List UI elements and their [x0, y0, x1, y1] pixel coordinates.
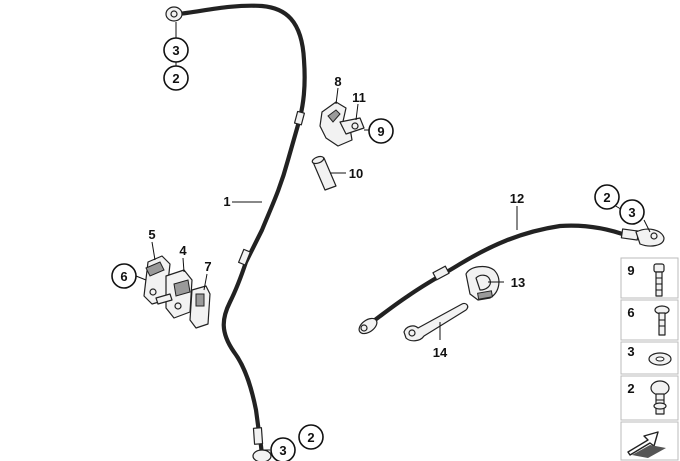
legend-item-6: 6: [627, 305, 670, 336]
callout-3-right: 3: [619, 199, 645, 225]
label-10: 10: [349, 166, 363, 181]
label-4: 4: [179, 243, 187, 258]
hose-sleeve-part: [311, 155, 337, 191]
label-8: 8: [334, 74, 341, 89]
callout-3-bottom: 3: [270, 437, 296, 461]
label-11: 11: [352, 90, 366, 105]
label-5: 5: [148, 227, 155, 242]
svg-text:2: 2: [307, 430, 314, 445]
hose-bracket-assembly: [319, 101, 365, 147]
svg-text:3: 3: [279, 443, 286, 458]
label-12: 12: [510, 191, 524, 206]
screw-icon: [654, 305, 670, 336]
legend-item-9: 9: [627, 263, 665, 297]
label-7: 7: [204, 259, 211, 274]
svg-text:6: 6: [627, 305, 634, 320]
label-13: 13: [511, 275, 525, 290]
callout-2-top: 2: [163, 65, 189, 91]
brake-hose-main: [165, 3, 307, 461]
cable-tie-part: [403, 302, 469, 342]
svg-text:3: 3: [628, 205, 635, 220]
banjo-bolt-icon: [650, 380, 670, 415]
svg-text:9: 9: [377, 124, 384, 139]
callout-3-top: 3: [163, 37, 189, 63]
svg-text:2: 2: [172, 71, 179, 86]
brake-hose-secondary: [358, 223, 665, 335]
label-1: 1: [223, 194, 230, 209]
washer-icon: [648, 352, 672, 366]
leader-lines: [135, 22, 651, 451]
callout-2-bottom: 2: [298, 424, 324, 450]
svg-text:6: 6: [120, 269, 127, 284]
hose-clip-part: [465, 265, 500, 301]
legend-item-2: 2: [627, 380, 670, 415]
svg-text:3: 3: [172, 43, 179, 58]
callout-6: 6: [111, 263, 137, 289]
svg-text:9: 9: [627, 263, 634, 278]
label-14: 14: [433, 345, 448, 360]
bolt-icon: [653, 263, 665, 297]
svg-text:3: 3: [627, 344, 634, 359]
callout-2-right: 2: [594, 184, 620, 210]
hose-clamp-assembly: [143, 255, 211, 329]
svg-text:2: 2: [627, 381, 634, 396]
callout-9: 9: [368, 118, 394, 144]
arrow-icon: [627, 431, 666, 458]
legend-item-3: 3: [627, 344, 672, 366]
parts-legend: 9 6 3 2: [620, 257, 679, 461]
svg-text:2: 2: [603, 190, 610, 205]
